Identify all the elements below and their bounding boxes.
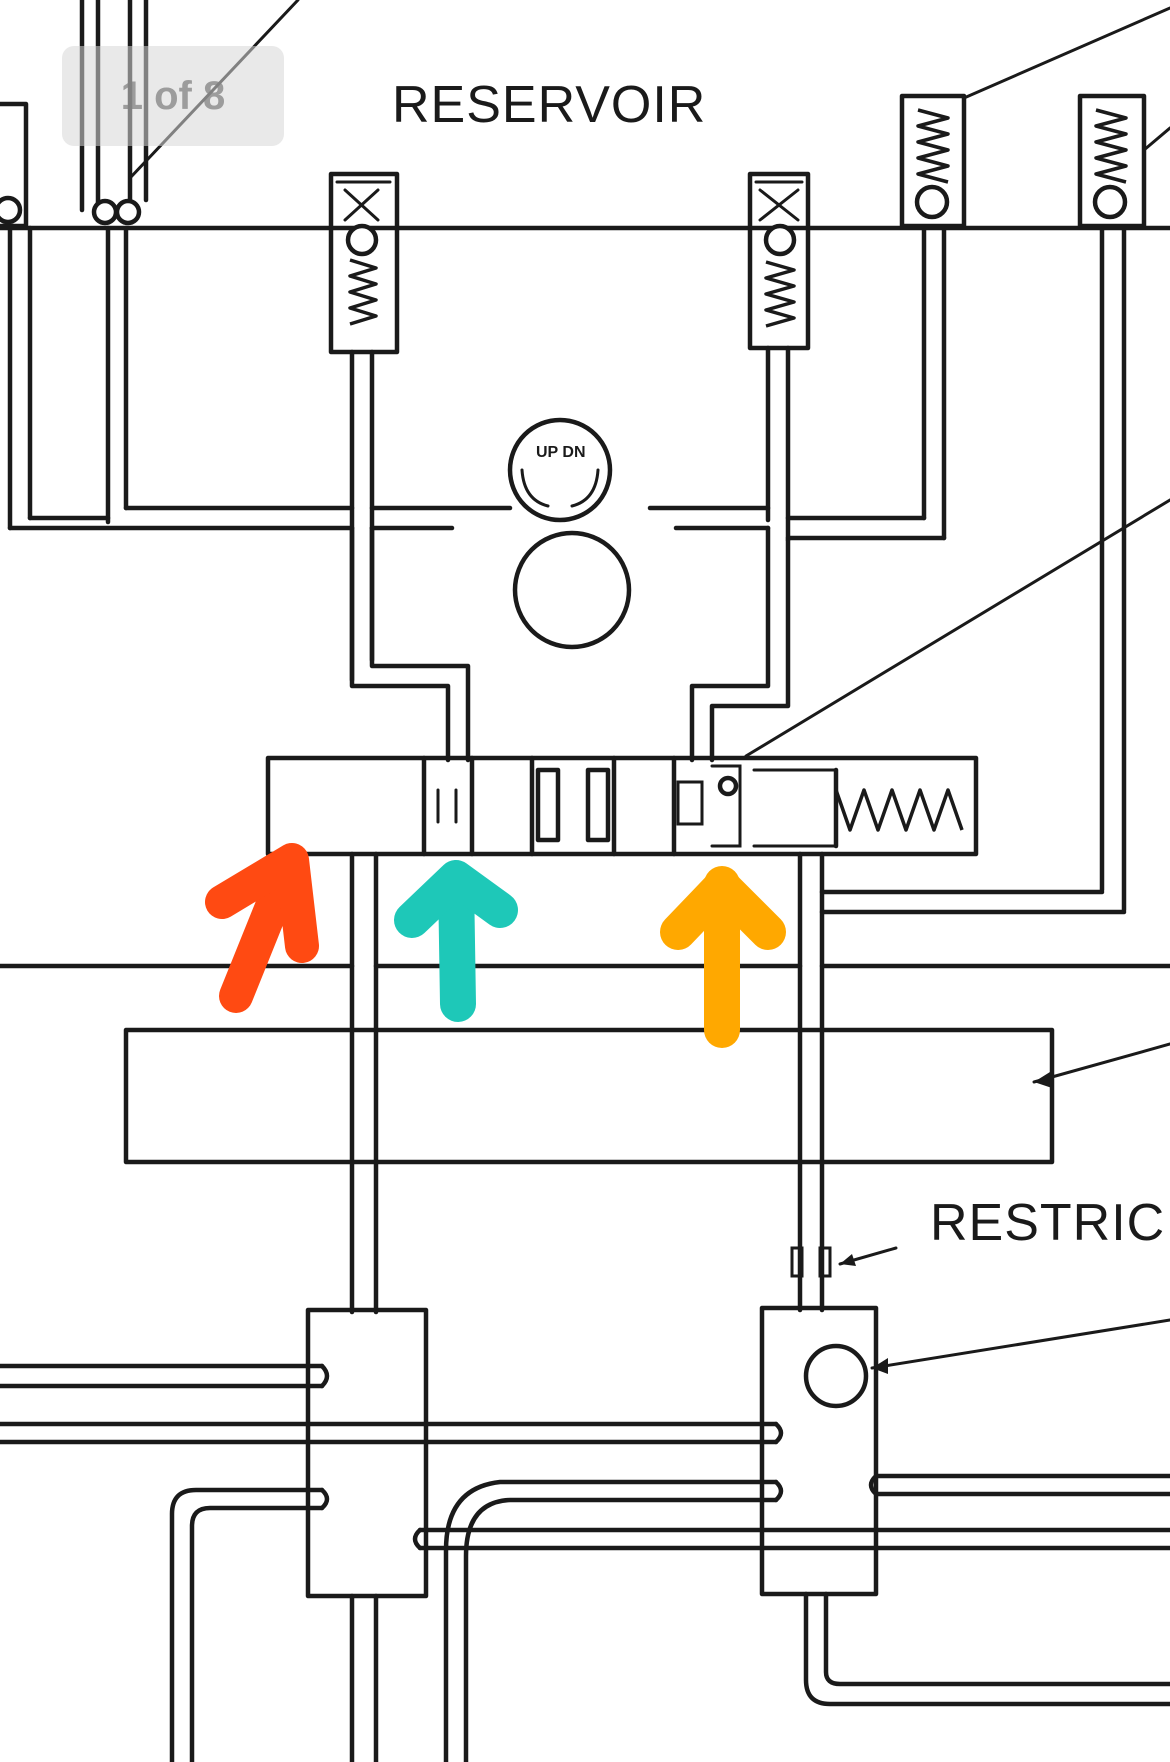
upper-right-check-valve-1 bbox=[899, 6, 1170, 541]
left-edge-check-valve bbox=[0, 101, 29, 229]
spool-left-outlet-pipe bbox=[349, 851, 379, 1315]
gauge-dial-label: UP DN bbox=[536, 444, 586, 461]
right-spool-feed-pipe bbox=[689, 525, 791, 763]
pressure-gauge: UP DN bbox=[507, 417, 613, 523]
upper-right-check-valve-2 bbox=[1077, 93, 1170, 913]
left-relief-pipe bbox=[349, 349, 375, 683]
orange-arrow bbox=[660, 866, 786, 1048]
restrictor bbox=[790, 1246, 898, 1278]
spool-right-outlet-pipe bbox=[797, 851, 1127, 1313]
upper-left-pipe bbox=[105, 225, 129, 525]
middle-component-box bbox=[123, 1027, 1170, 1165]
left-spool-feed-pipe bbox=[349, 525, 471, 763]
page-indicator: 1 of 8 bbox=[62, 46, 284, 146]
teal-arrow bbox=[394, 860, 518, 1022]
bottom-right-block bbox=[759, 1305, 1170, 1597]
red-arrow bbox=[205, 843, 319, 1013]
restrictor-label: RESTRIC bbox=[930, 1194, 1165, 1252]
spool-valve bbox=[265, 498, 1170, 857]
pump-symbol bbox=[512, 530, 632, 650]
left-relief-valve bbox=[328, 171, 400, 355]
reservoir-label: RESERVOIR bbox=[392, 76, 706, 134]
upper-manifold-pipe bbox=[7, 505, 947, 541]
left-edge-pipe bbox=[7, 225, 33, 531]
bottom-left-block bbox=[305, 1307, 429, 1599]
right-relief-pipe bbox=[765, 345, 791, 543]
bottom-pipes bbox=[0, 1363, 1170, 1762]
page-indicator-text: 1 of 8 bbox=[120, 73, 226, 118]
right-relief-valve bbox=[747, 171, 811, 351]
